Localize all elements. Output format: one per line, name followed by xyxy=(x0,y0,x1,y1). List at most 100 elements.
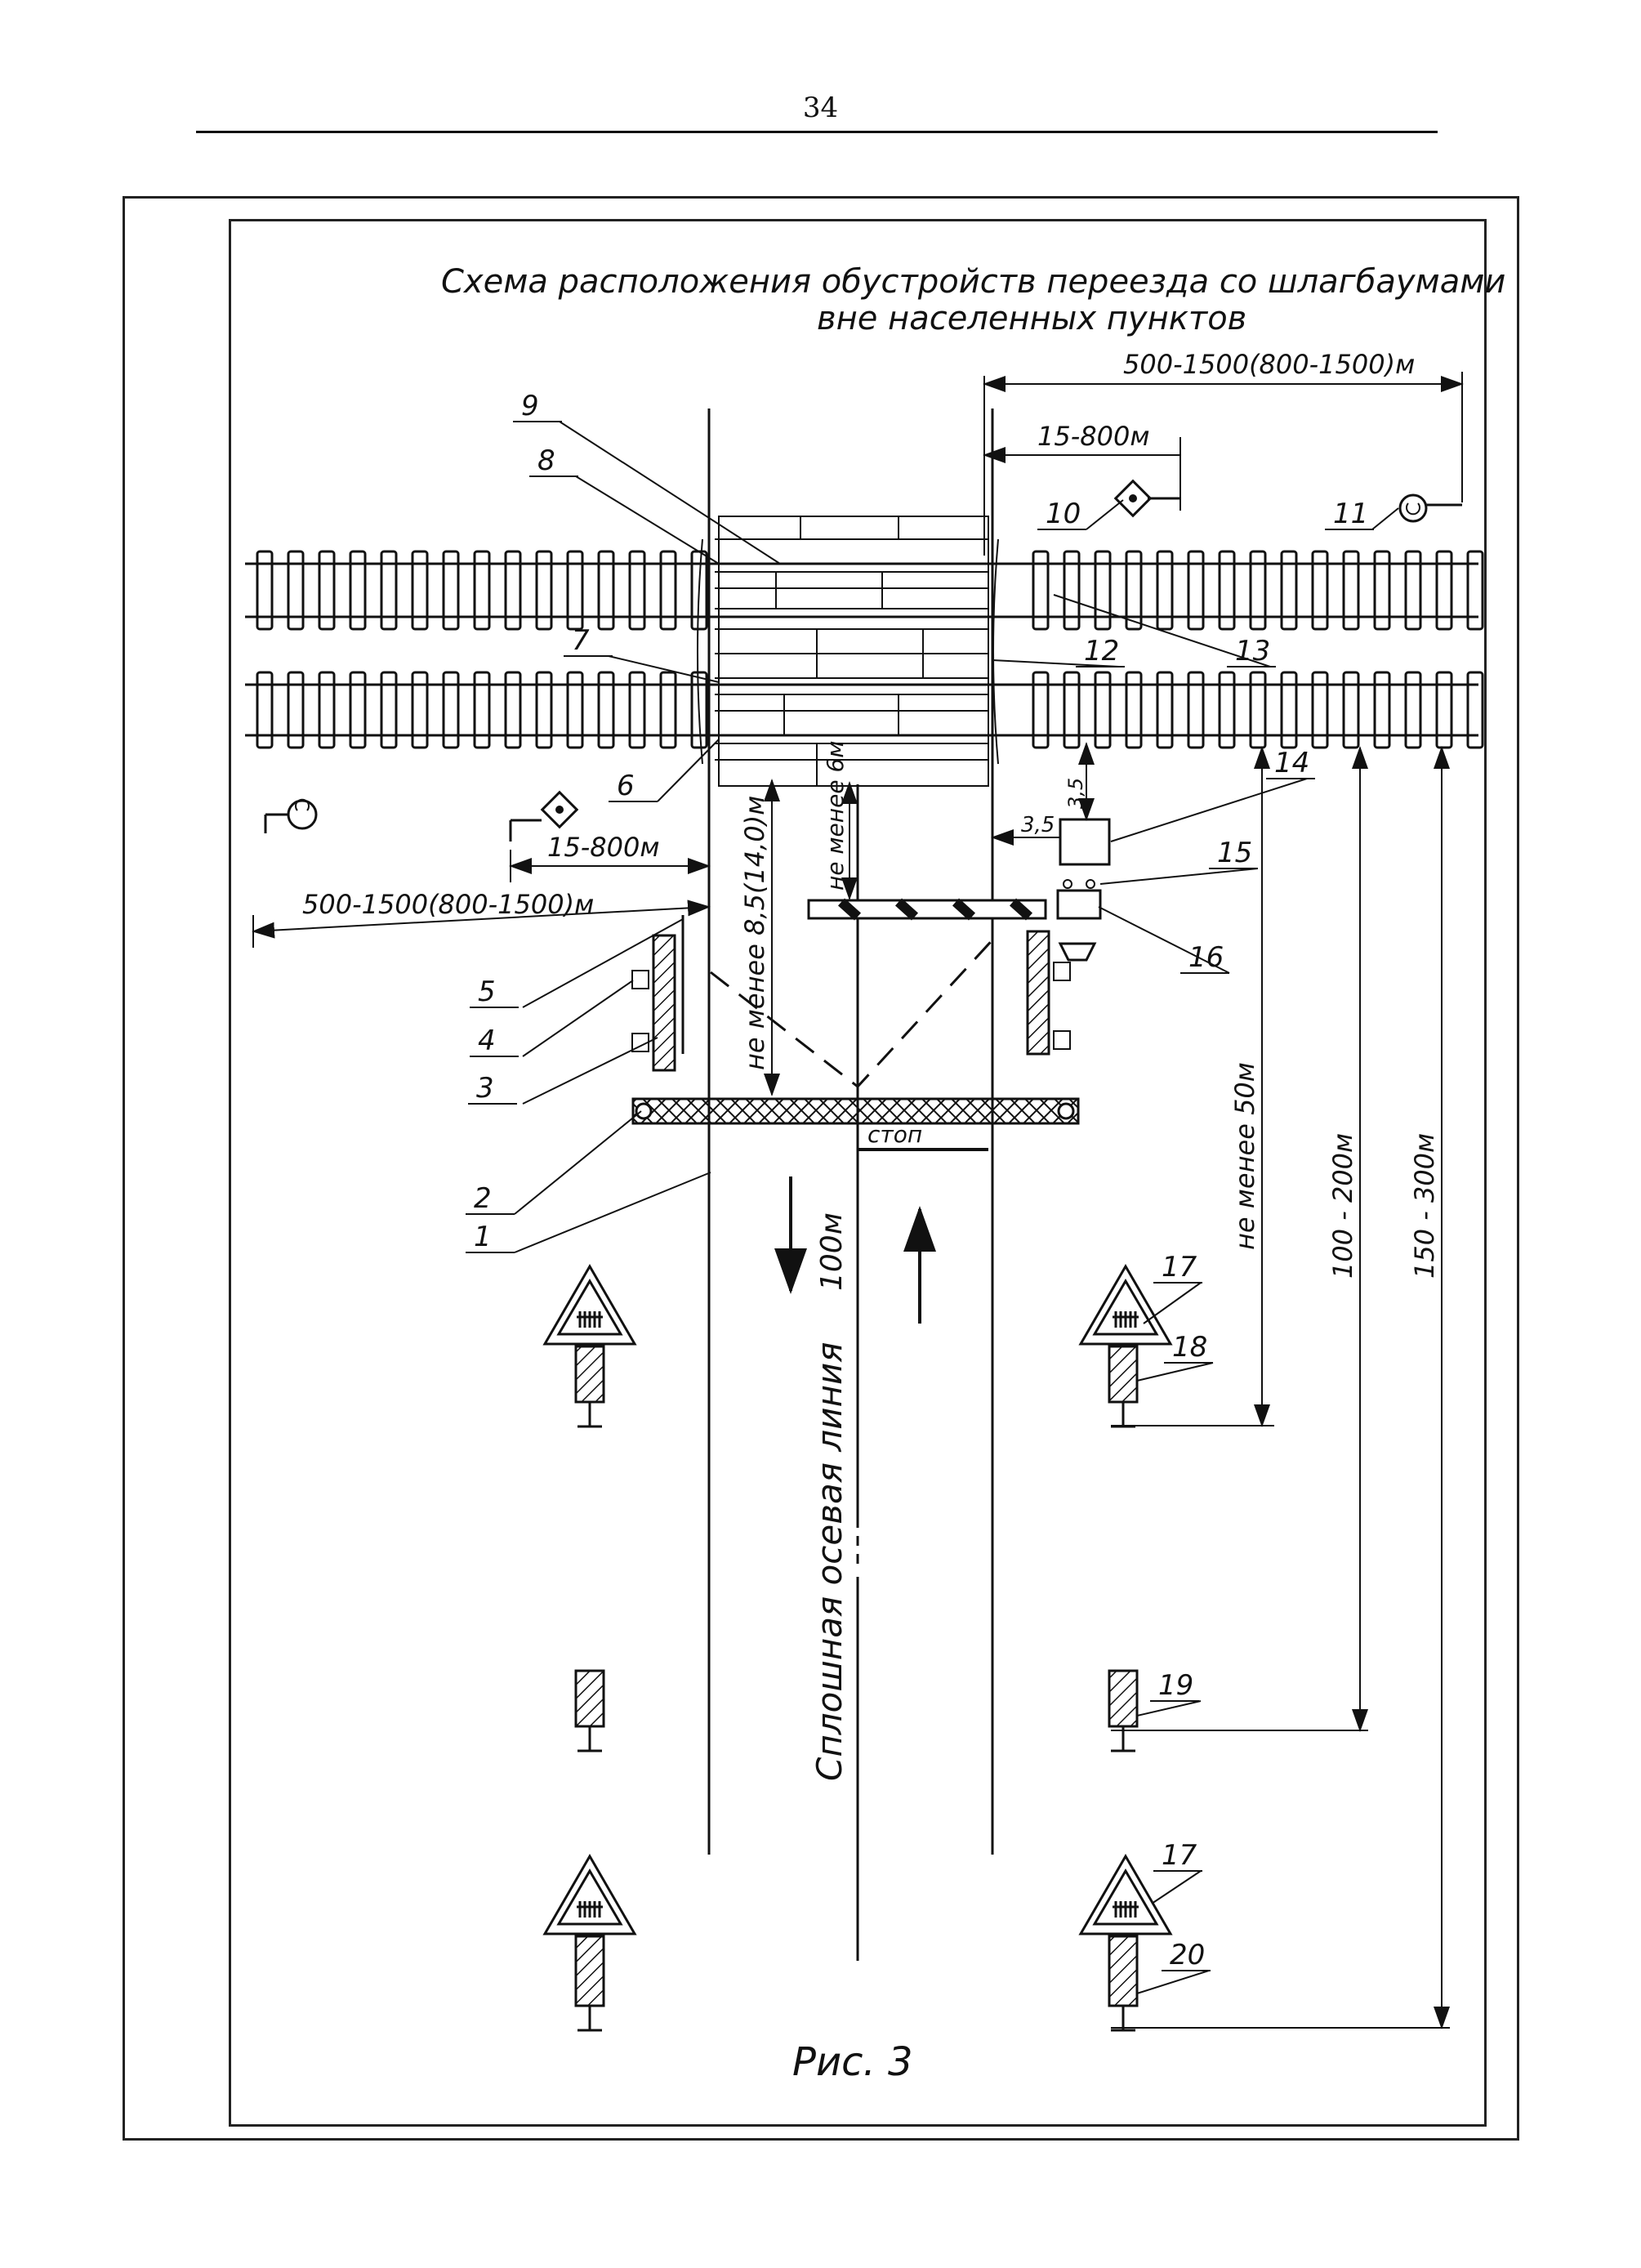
dim-offset-top: 3,5 xyxy=(1064,778,1087,809)
sleeper-lower xyxy=(628,671,646,749)
warning-sign-left-far-triangle-inner xyxy=(556,1868,623,1926)
callout-leader xyxy=(1136,1970,1210,1994)
sleeper-upper xyxy=(1187,550,1205,631)
crossing-deck xyxy=(697,516,999,787)
sleeper-lower xyxy=(504,671,522,749)
sleeper-lower xyxy=(1094,671,1112,749)
callout-leader xyxy=(522,918,684,1008)
callout-leader xyxy=(1086,499,1124,530)
sleeper-upper xyxy=(1435,550,1453,631)
barrier-drive-15 xyxy=(1056,889,1102,920)
callout-1: 1 xyxy=(474,1221,492,1253)
sleeper-lower xyxy=(256,671,274,749)
barrier-arm xyxy=(807,898,1047,921)
sleeper-upper xyxy=(566,550,584,631)
sleeper-lower xyxy=(597,671,615,749)
sleeper-upper xyxy=(1218,550,1236,631)
sleeper-upper xyxy=(1342,550,1360,631)
callout-leader xyxy=(1136,1362,1214,1382)
post-right xyxy=(1026,930,1050,1056)
callout-leader xyxy=(1053,594,1271,667)
callout-leader xyxy=(1143,1282,1202,1324)
dim-100-200: 100 - 200м xyxy=(1327,1133,1358,1279)
sleeper-lower xyxy=(380,671,398,749)
sign-left-far xyxy=(264,798,318,833)
callout-leader xyxy=(514,1172,711,1253)
sleeper-upper xyxy=(1125,550,1143,631)
sleeper-upper xyxy=(1156,550,1174,631)
inner-frame xyxy=(229,219,1487,2127)
callout-16: 16 xyxy=(1188,941,1224,974)
sign-left-near xyxy=(509,790,579,842)
warning-sign-17-far-triangle-inner xyxy=(1092,1868,1159,1926)
header-rule xyxy=(196,131,1438,133)
lamp-left-4 xyxy=(631,970,649,989)
callout-18: 18 xyxy=(1172,1331,1207,1364)
callout-leader xyxy=(1136,1700,1202,1717)
callout-17: 17 xyxy=(1162,1839,1197,1872)
callout-leader xyxy=(1371,507,1399,530)
sleeper-upper xyxy=(442,550,460,631)
signal-lamp-16 xyxy=(1058,942,1097,962)
sleeper-upper xyxy=(318,550,336,631)
callout-leader xyxy=(1110,778,1308,842)
sleeper-lower xyxy=(1156,671,1174,749)
dim-far-right: 500-1500(800-1500)м xyxy=(1123,349,1415,380)
callout-17: 17 xyxy=(1162,1251,1197,1284)
sleeper-upper xyxy=(256,550,274,631)
callout-leader xyxy=(514,1110,642,1215)
callout-2: 2 xyxy=(474,1182,492,1215)
callout-15: 15 xyxy=(1217,837,1252,869)
dim-50: не менее 50м xyxy=(1229,1062,1260,1250)
sleeper-lower xyxy=(1218,671,1236,749)
stop-label: стоп xyxy=(867,1121,922,1148)
post-left-3 xyxy=(652,934,676,1072)
warning-sign-17-near-triangle-inner xyxy=(1092,1279,1159,1336)
callout-leader xyxy=(559,421,781,565)
sleeper-upper xyxy=(659,550,677,631)
sleeper-upper xyxy=(1063,550,1081,631)
callout-8: 8 xyxy=(537,444,555,477)
guard-curve xyxy=(992,538,999,765)
sleeper-lower xyxy=(1311,671,1329,749)
sleeper-upper xyxy=(1249,550,1267,631)
sleeper-upper xyxy=(1311,550,1329,631)
sleeper-lower xyxy=(1063,671,1081,749)
sleeper-lower xyxy=(1032,671,1050,749)
plate-left-far-stripes xyxy=(576,1936,604,2006)
callout-leader xyxy=(1098,906,1230,974)
sleeper-upper xyxy=(411,550,429,631)
sleeper-lower xyxy=(566,671,584,749)
sleeper-upper xyxy=(1032,550,1050,631)
sleeper-lower xyxy=(1373,671,1391,749)
sleeper-lower xyxy=(535,671,553,749)
sleeper-lower xyxy=(349,671,367,749)
sleeper-lower xyxy=(442,671,460,749)
callout-leader xyxy=(1099,868,1259,885)
callout-7: 7 xyxy=(572,624,590,657)
page-number: 34 xyxy=(802,92,839,124)
sleeper-lower xyxy=(690,671,708,749)
callout-leader xyxy=(575,475,720,565)
plate-19-stripes xyxy=(1109,1671,1137,1726)
callout-12: 12 xyxy=(1084,635,1119,667)
callout-5: 5 xyxy=(478,976,496,1008)
track-upper xyxy=(245,550,1484,631)
plate-left-near-stripes xyxy=(576,1346,604,1402)
callout-20: 20 xyxy=(1170,1939,1205,1971)
plate-20-stripes xyxy=(1109,1936,1137,2006)
stop-barrier-2 xyxy=(631,1097,1080,1125)
plate-18-stripes xyxy=(1109,1346,1137,1402)
sleeper-upper xyxy=(287,550,305,631)
sleeper-upper xyxy=(1373,550,1391,631)
sign-11 xyxy=(1398,493,1462,523)
booth-14 xyxy=(1059,818,1111,866)
callout-9: 9 xyxy=(521,390,539,422)
title-line-1: Схема расположения обустройств переезда … xyxy=(441,263,1505,301)
outer-frame xyxy=(123,196,1519,2141)
title-line-2: вне населенных пунктов xyxy=(817,300,1246,337)
guard-curve xyxy=(697,538,703,765)
sleeper-upper xyxy=(535,550,553,631)
sleeper-lower xyxy=(1125,671,1143,749)
